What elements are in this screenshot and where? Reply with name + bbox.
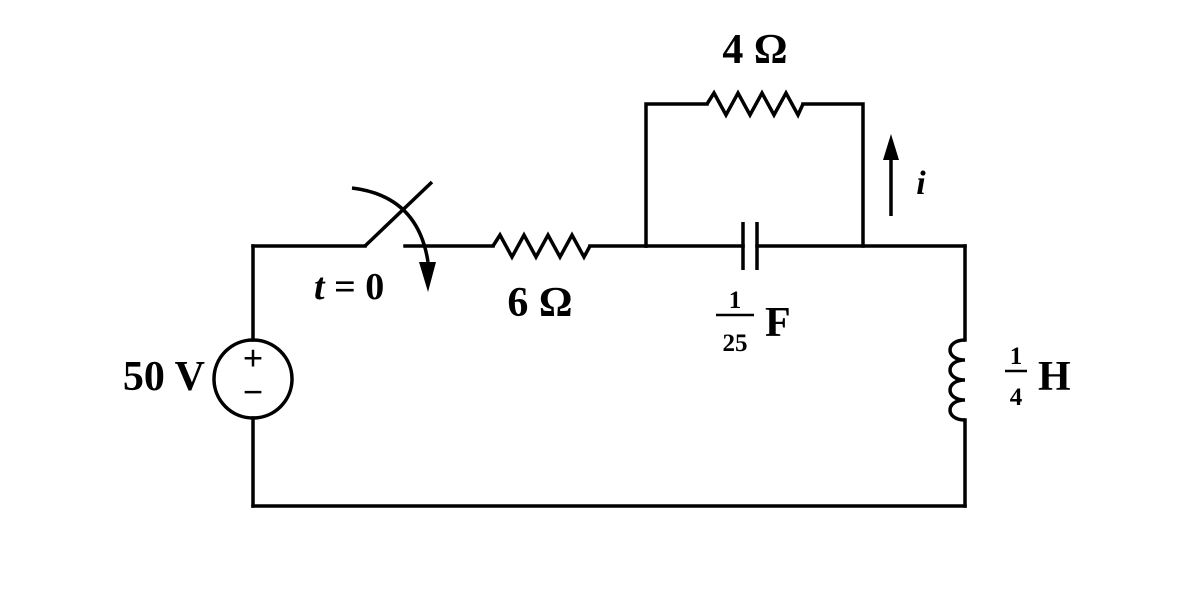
cap-numerator: 1 [729,287,742,314]
r1-label: 6 Ω [507,280,572,326]
switch-blade [363,180,434,248]
switch-arrowhead [419,262,436,292]
switch [351,180,436,292]
source-label: 50 V [123,354,205,400]
r2-label: 4 Ω [722,27,787,73]
plus-sign: + [243,338,264,378]
current-label: i [916,165,926,202]
switch-label-var: t [314,266,326,308]
cap-unit: F [765,300,791,346]
voltage-source-circle [212,338,294,420]
resistor-6-ohm [491,231,592,261]
wire-r2-left [644,102,709,248]
resistor-4-ohm [705,89,805,119]
ind-unit: H [1038,354,1071,400]
inductor-label: 1 4 H [1005,343,1071,411]
switch-label-rest: = 0 [325,266,385,308]
ind-denominator: 4 [1010,384,1023,411]
svg-text:t = 0: t = 0 [314,266,384,308]
voltage-source: + − [212,338,294,420]
capacitor-label: 1 25 F [716,287,791,357]
wire-r2-right [801,102,865,248]
minus-sign: − [243,372,264,412]
cap-denominator: 25 [723,330,748,357]
current-arrowhead [883,134,899,160]
ind-numerator: 1 [1010,343,1023,370]
wires [251,102,967,508]
switch-label: t = 0 [314,266,384,308]
inductor [948,338,966,422]
capacitor [741,222,759,270]
switch-arc [351,186,430,263]
